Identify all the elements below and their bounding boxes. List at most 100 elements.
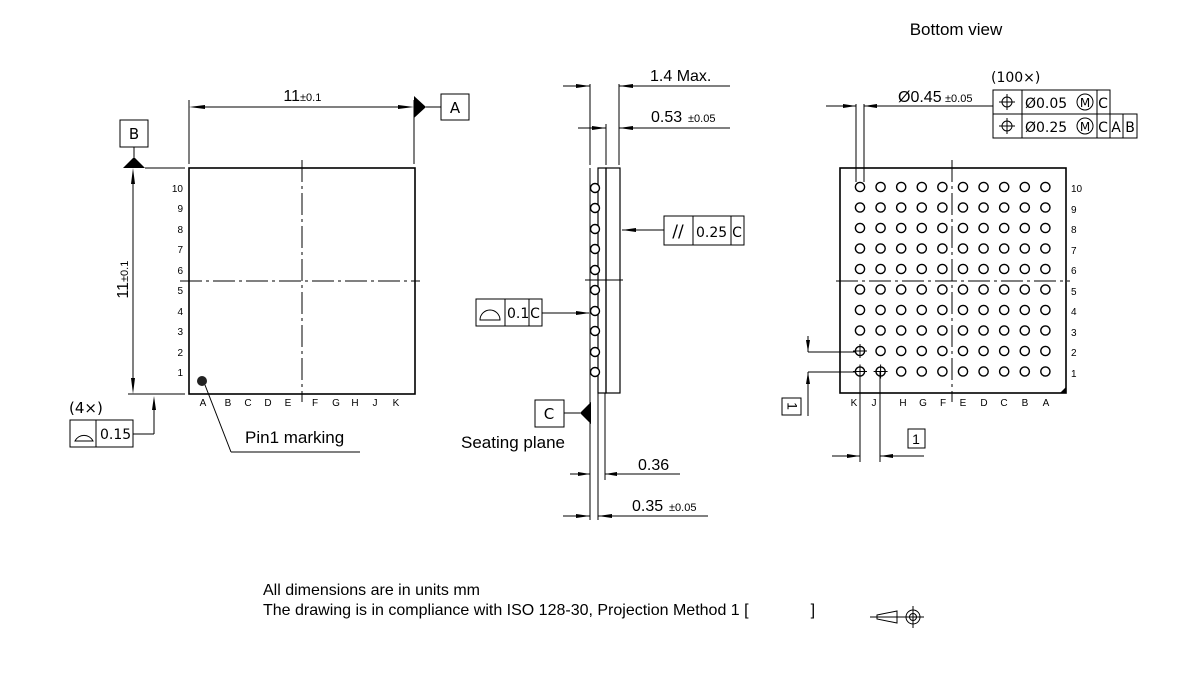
solder-ball xyxy=(1040,366,1051,377)
solder-ball xyxy=(998,345,1010,357)
ball-height-value: 0.35 xyxy=(632,498,663,515)
drawing-notes: All dimensions are in units mm The drawi… xyxy=(263,581,815,621)
height-dim-value: 11 xyxy=(115,282,132,299)
max-material-icon: M xyxy=(1080,120,1090,134)
solder-ball xyxy=(978,202,989,213)
pitch-y-value: 1 xyxy=(784,402,800,410)
solder-ball xyxy=(895,222,907,234)
svg-text:C: C xyxy=(1098,120,1108,136)
solder-ball xyxy=(937,304,948,316)
svg-text:5: 5 xyxy=(177,286,183,297)
bottom-view: Bottom view 10 9 8 7 6 5 4 3 2 1 K J H G… xyxy=(781,20,1138,462)
solder-ball xyxy=(895,325,907,336)
solder-ball xyxy=(895,202,907,213)
profile-datum: C xyxy=(530,306,540,322)
solder-ball xyxy=(1040,304,1051,316)
svg-text:F: F xyxy=(312,398,318,409)
svg-text:6: 6 xyxy=(1071,266,1077,277)
solder-ball xyxy=(957,345,969,357)
solder-ball xyxy=(916,304,928,316)
substrate-dim-tol: ±0.05 xyxy=(688,113,715,125)
solder-ball xyxy=(854,325,866,336)
ball-count: (100×) xyxy=(991,70,1040,86)
svg-text:H: H xyxy=(351,398,358,409)
svg-text:7: 7 xyxy=(1071,246,1077,257)
svg-text:7: 7 xyxy=(177,245,183,256)
svg-text:C: C xyxy=(1000,398,1007,409)
solder-ball xyxy=(875,325,886,336)
solder-ball xyxy=(957,263,969,275)
svg-text:Ø0.25: Ø0.25 xyxy=(1025,120,1067,136)
solder-ball xyxy=(978,181,989,193)
solder-ball xyxy=(998,263,1010,275)
svg-text:4: 4 xyxy=(177,307,183,318)
solder-ball xyxy=(1019,263,1031,275)
svg-text:B: B xyxy=(1125,120,1135,136)
solder-ball xyxy=(854,263,866,275)
ball-diameter-value: Ø0.45 xyxy=(898,89,942,106)
svg-text:2: 2 xyxy=(1071,348,1077,359)
solder-ball xyxy=(1019,202,1031,213)
svg-text:E: E xyxy=(285,398,292,409)
solder-ball xyxy=(916,325,928,336)
substrate-dim-value: 0.53 xyxy=(651,109,682,126)
solder-ball xyxy=(937,263,948,275)
profile-of-surface-icon xyxy=(74,434,94,442)
solder-ball xyxy=(978,345,989,357)
solder-ball xyxy=(875,222,886,234)
solder-ball xyxy=(957,222,969,234)
solder-ball xyxy=(916,263,928,275)
datum-b-triangle xyxy=(123,157,145,168)
svg-text:6: 6 xyxy=(177,266,183,277)
svg-text:A: A xyxy=(1111,120,1121,136)
solder-ball xyxy=(978,284,989,295)
solder-ball xyxy=(957,325,969,336)
solder-ball xyxy=(978,366,989,377)
solder-ball xyxy=(854,222,866,234)
datum-b-label: B xyxy=(129,125,139,143)
svg-text:A: A xyxy=(200,398,207,409)
ball-height-tol: ±0.05 xyxy=(669,502,696,514)
note-iso: The drawing is in compliance with ISO 12… xyxy=(263,602,816,619)
solder-ball xyxy=(957,284,969,295)
solder-ball xyxy=(1040,202,1051,213)
svg-text:G: G xyxy=(919,398,927,409)
solder-ball xyxy=(957,304,969,316)
solder-ball xyxy=(1019,325,1031,336)
ball-grid xyxy=(853,181,1051,379)
parallelism-value: 0.25 xyxy=(696,225,727,241)
solder-ball xyxy=(998,325,1010,336)
solder-ball xyxy=(895,181,907,193)
solder-ball xyxy=(978,243,989,254)
width-dim-tol: ±0.1 xyxy=(300,92,321,104)
solder-ball xyxy=(957,243,969,254)
solder-ball xyxy=(1040,284,1051,295)
solder-ball xyxy=(978,325,989,336)
solder-ball xyxy=(895,345,907,357)
svg-text:E: E xyxy=(960,398,967,409)
solder-ball xyxy=(1040,345,1051,357)
datum-c-label: C xyxy=(544,405,554,423)
svg-text:C: C xyxy=(1098,96,1108,112)
svg-text:10: 10 xyxy=(1071,184,1083,195)
max-material-icon: M xyxy=(1080,96,1090,110)
solder-ball xyxy=(937,181,948,193)
solder-ball xyxy=(875,243,886,254)
bottom-col-labels: K J H G F E D C B A xyxy=(851,398,1050,409)
flatness-value: 0.15 xyxy=(100,427,131,443)
ball-diameter-tol: ±0.05 xyxy=(945,93,972,105)
solder-ball xyxy=(978,222,989,234)
top-view: 11 ±0.1 A B 11 ±0.1 10 9 8 7 6 5 4 3 2 xyxy=(69,88,470,453)
datum-a-triangle xyxy=(414,96,426,118)
solder-ball xyxy=(998,243,1010,254)
solder-ball xyxy=(1040,243,1051,254)
solder-ball xyxy=(1019,243,1031,254)
solder-ball xyxy=(916,243,928,254)
svg-text:Ø0.05: Ø0.05 xyxy=(1025,96,1067,112)
bottom-view-title: Bottom view xyxy=(910,20,1003,39)
solder-ball xyxy=(1019,222,1031,234)
solder-ball xyxy=(1040,181,1051,193)
solder-ball xyxy=(1040,263,1051,275)
svg-text:8: 8 xyxy=(177,225,183,236)
